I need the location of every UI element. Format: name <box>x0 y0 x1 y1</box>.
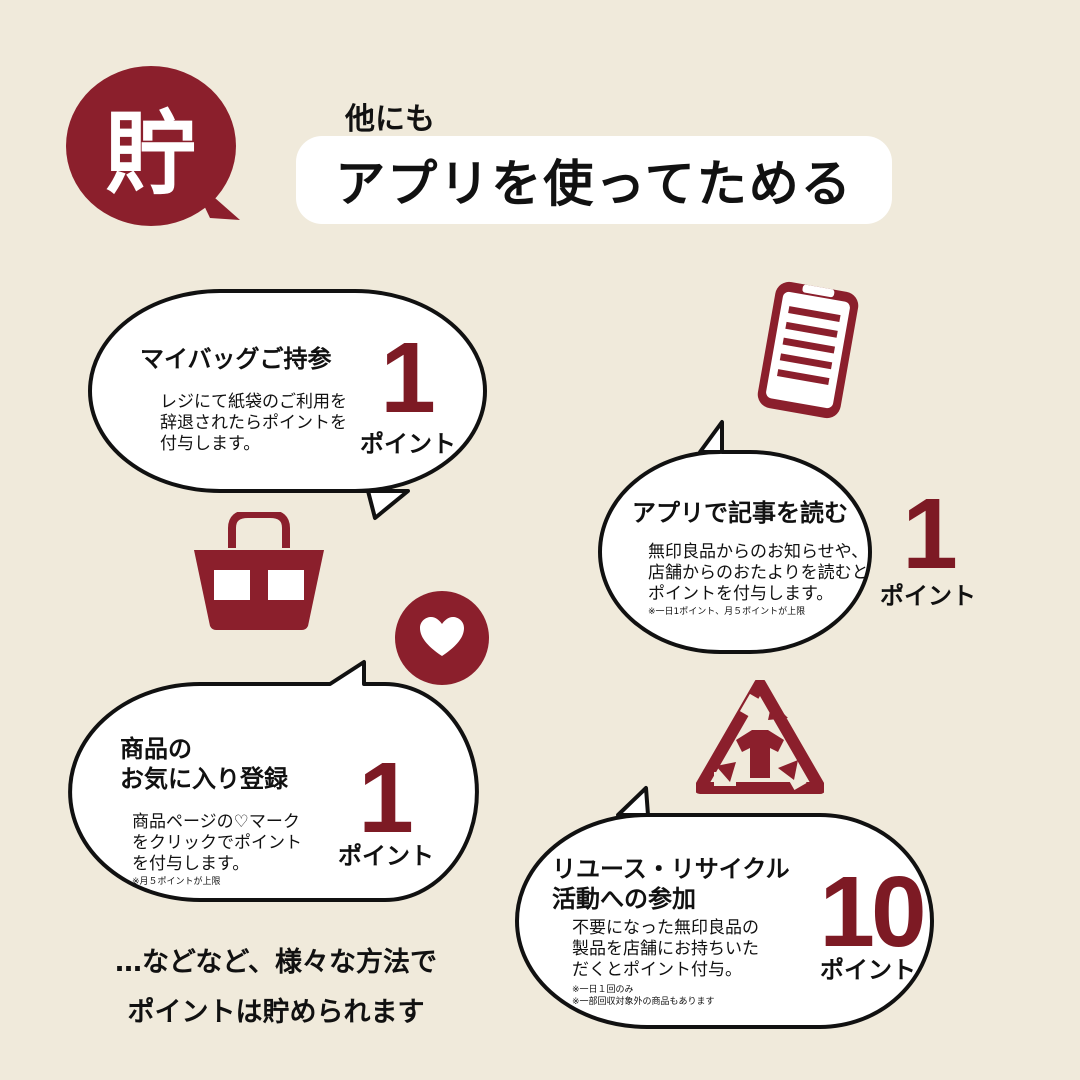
sub-heading: 他にも <box>345 102 435 137</box>
shopping-bag-icon <box>194 512 324 630</box>
card4-desc: 不要になった無印良品の 製品を店舗にお持ちいた だくとポイント付与。 <box>572 918 759 980</box>
bubble-2 <box>598 420 872 654</box>
bubble-4 <box>515 786 934 1029</box>
card4-points-label: ポイント <box>820 956 916 984</box>
card3-points-label: ポイント <box>338 842 434 870</box>
heart-icon <box>395 591 489 685</box>
card4-notes: ※一日１回のみ ※一部回収対象外の商品もあります <box>572 985 715 1007</box>
card4-title: リユース・リサイクル 活動への参加 <box>552 855 790 913</box>
card3-desc: 商品ページの♡マーク をクリックでポイント を付与します。 <box>132 812 302 874</box>
card2-points-label: ポイント <box>880 582 976 610</box>
page-title: アプリを使ってためる <box>335 155 853 213</box>
page-title-pill: アプリを使ってためる <box>296 136 892 224</box>
card2-points: 1 <box>902 478 958 590</box>
footer-message: …などなど、様々な方法で ポイントは貯められます <box>114 947 438 1028</box>
card4-points: 10 <box>819 856 926 968</box>
bubble-3 <box>68 660 479 902</box>
card1-title: マイバッグご持参 <box>140 345 332 373</box>
bubble-1 <box>88 289 487 520</box>
card3-note: ※月５ポイントが上限 <box>132 877 221 887</box>
card1-points-label: ポイント <box>360 430 456 458</box>
card1-points: 1 <box>380 322 436 434</box>
badge-text: 貯 <box>104 100 197 208</box>
card2-desc: 無印良品からのお知らせや、 店舗からのおたよりを読むと ポイントを付与します。 <box>648 542 869 604</box>
card3-points: 1 <box>358 742 414 854</box>
smartphone-icon <box>757 281 859 419</box>
card1-desc: レジにて紙袋のご利用を 辞退されたらポイントを 付与します。 <box>160 392 347 454</box>
card2-note: ※一日1ポイント、月５ポイントが上限 <box>648 607 806 617</box>
recycle-shirt-icon <box>696 680 824 794</box>
card2-title: アプリで記事を読む <box>632 499 848 527</box>
card3-title: 商品の お気に入り登録 <box>120 735 288 793</box>
badge-circle: 貯 <box>66 66 236 226</box>
